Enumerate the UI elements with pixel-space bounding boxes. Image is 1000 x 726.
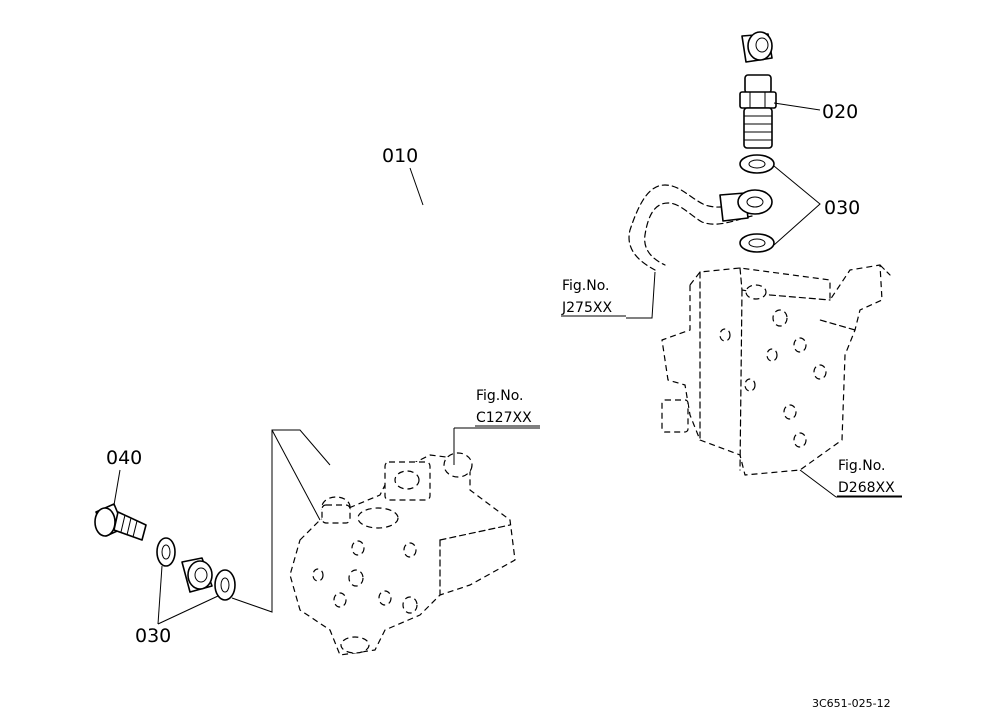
svg-text:Fig.No.: Fig.No.: [562, 278, 610, 294]
svg-text:C127XX: C127XX: [476, 410, 532, 426]
figref-j275xx[interactable]: Fig.No. J275XX: [561, 278, 626, 317]
label-030-lower: 030: [135, 625, 171, 647]
label-040: 040: [106, 447, 142, 469]
leader-lines: [113, 102, 902, 625]
svg-text:J275XX: J275XX: [561, 300, 612, 316]
svg-text:Fig.No.: Fig.No.: [838, 458, 886, 474]
lower-banjo-eye: [181, 557, 213, 593]
figref-d268xx[interactable]: Fig.No. D268XX: [837, 458, 902, 497]
drawing-code: 3C651-025-12: [812, 697, 891, 710]
svg-text:Fig.No.: Fig.No.: [476, 388, 524, 404]
label-010: 010: [382, 145, 418, 167]
upper-washer-1[interactable]: [739, 154, 775, 174]
adaptor-fitting[interactable]: [739, 74, 777, 149]
ghost-valve-d268xx: [661, 264, 891, 476]
lower-washer-1[interactable]: [156, 537, 176, 567]
hydraulic-pipe[interactable]: [190, 22, 755, 575]
middle-banjo-eye: [719, 189, 773, 222]
label-030-upper: 030: [824, 197, 860, 219]
upper-banjo-eye: [741, 31, 773, 63]
ghost-valve-c127xx: [289, 452, 516, 656]
figref-c127xx[interactable]: Fig.No. C127XX: [475, 388, 540, 427]
lower-washer-2[interactable]: [214, 569, 236, 601]
upper-washer-2[interactable]: [739, 233, 775, 253]
ghost-pipe-j275xx: [628, 184, 753, 271]
banjo-bolt[interactable]: [94, 503, 147, 541]
label-020: 020: [822, 101, 858, 123]
svg-text:D268XX: D268XX: [838, 480, 895, 496]
